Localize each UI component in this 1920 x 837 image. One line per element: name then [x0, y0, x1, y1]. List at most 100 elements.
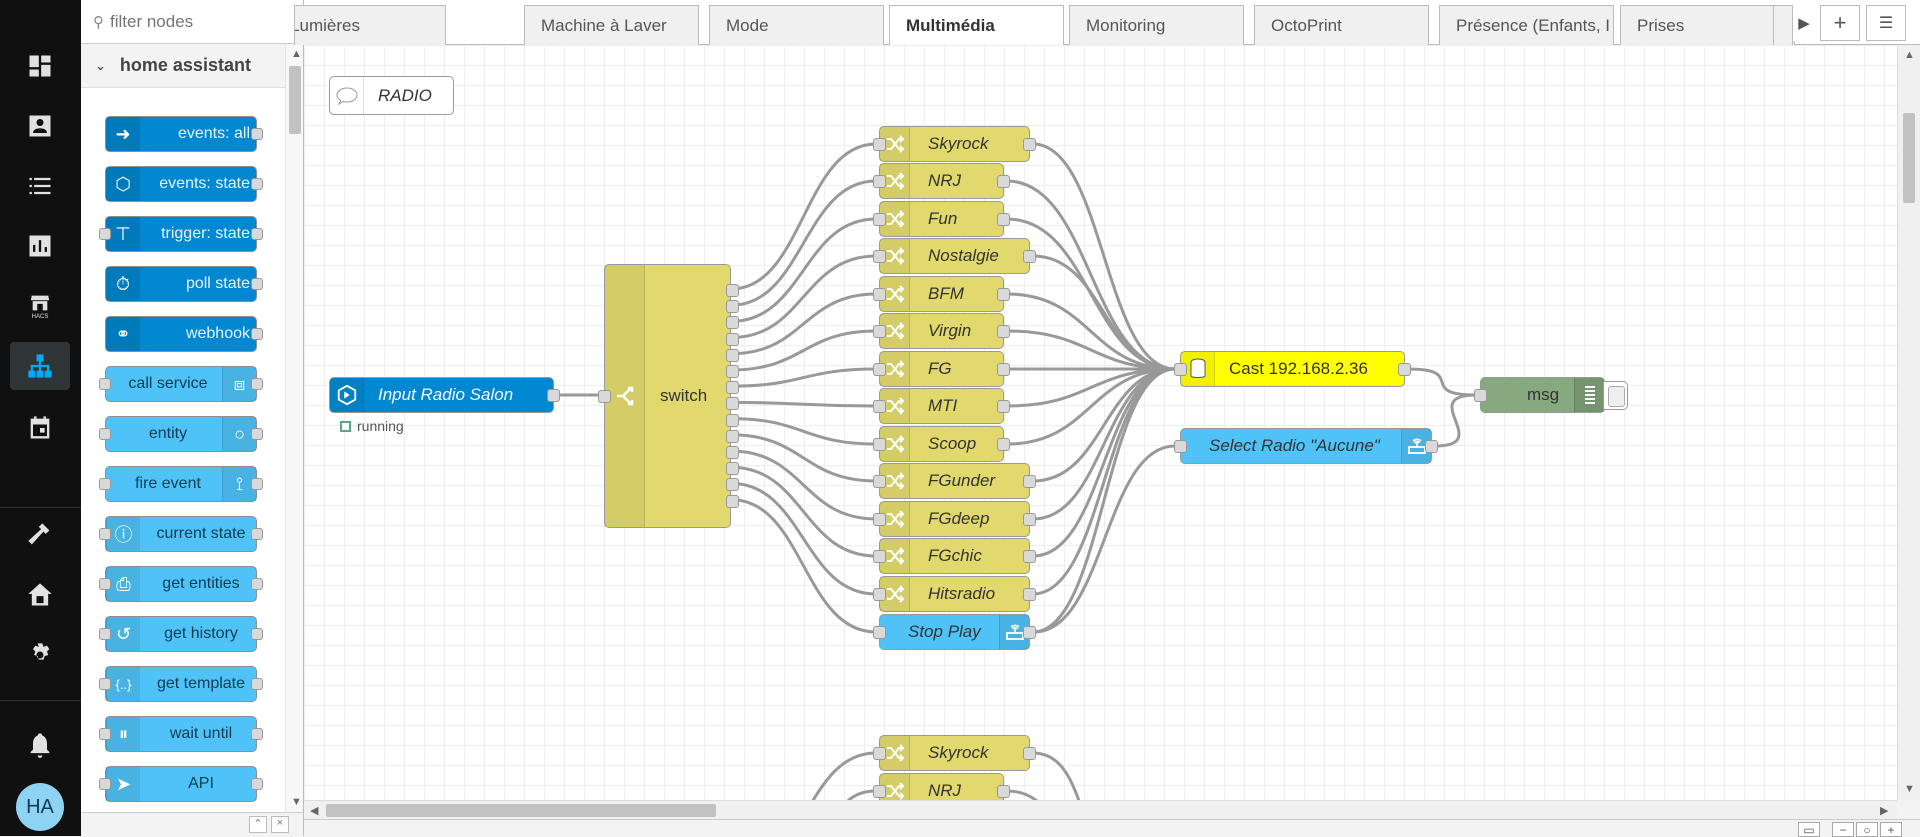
output-port[interactable]	[997, 400, 1010, 413]
flow-workspace[interactable]: RADIO Input Radio Salon running switch S…	[304, 45, 1897, 800]
wire[interactable]	[784, 789, 877, 800]
palette-node[interactable]: ⊤trigger: state	[99, 216, 263, 252]
output-port[interactable]	[1023, 138, 1036, 151]
input-port[interactable]	[873, 438, 886, 451]
palette-node[interactable]: {..}get template	[99, 666, 263, 702]
palette-node[interactable]: ➜events: all	[105, 116, 263, 152]
output-port[interactable]	[547, 389, 560, 402]
change-node[interactable]: MTI	[873, 388, 1010, 424]
input-port[interactable]	[873, 550, 886, 563]
change-node[interactable]: FG	[873, 351, 1010, 387]
output-port[interactable]	[1023, 747, 1036, 760]
output-port[interactable]	[726, 332, 739, 346]
palette-node[interactable]: ⏸wait until	[99, 716, 263, 752]
node-red-icon[interactable]	[10, 342, 70, 390]
output-port[interactable]	[726, 478, 739, 492]
wire[interactable]	[730, 417, 877, 446]
input-port[interactable]	[873, 513, 886, 526]
output-port[interactable]	[1023, 250, 1036, 263]
output-port[interactable]	[1023, 550, 1036, 563]
wire[interactable]	[730, 179, 877, 307]
calendar-icon[interactable]	[23, 411, 57, 445]
input-port[interactable]	[1474, 389, 1487, 402]
output-port[interactable]	[726, 365, 739, 378]
output-port[interactable]	[1023, 588, 1036, 601]
change-node[interactable]: Skyrock	[873, 126, 1036, 162]
scroll-up-icon[interactable]: ▲	[291, 48, 302, 60]
tab-overflow[interactable]	[1773, 5, 1793, 45]
wire[interactable]	[1032, 254, 1176, 371]
history-icon[interactable]	[23, 229, 57, 263]
output-port[interactable]	[726, 300, 739, 314]
scroll-tabs-right-icon[interactable]: ▶	[1793, 5, 1815, 41]
close-icon[interactable]: ×	[271, 816, 289, 833]
input-port[interactable]	[873, 288, 886, 301]
input-port[interactable]	[873, 363, 886, 376]
wire[interactable]	[730, 481, 877, 596]
settings-icon[interactable]	[23, 638, 57, 672]
debug-toggle-button[interactable]	[1603, 381, 1628, 410]
palette-node[interactable]: ➤API	[99, 766, 263, 802]
output-port[interactable]	[1023, 513, 1036, 526]
change-node[interactable]: NRJ	[873, 773, 1010, 800]
wire[interactable]	[734, 751, 877, 800]
wire[interactable]	[1032, 751, 1134, 800]
output-port[interactable]	[997, 363, 1010, 376]
change-node[interactable]: BFM	[873, 276, 1010, 312]
filter-nodes-input[interactable]	[104, 11, 294, 32]
input-port[interactable]	[873, 747, 886, 760]
logbook-icon[interactable]	[23, 169, 57, 203]
map-icon[interactable]	[23, 109, 57, 143]
notifications-icon[interactable]	[23, 728, 57, 762]
palette-node[interactable]: ⬡events: state	[105, 166, 263, 202]
wire[interactable]	[730, 433, 877, 483]
output-port[interactable]	[997, 325, 1010, 338]
tab-monitoring[interactable]: Monitoring	[1069, 5, 1244, 45]
wire[interactable]	[730, 367, 877, 388]
palette-node[interactable]: ⟟fire event	[99, 466, 263, 502]
horizontal-scroll-thumb[interactable]	[326, 804, 716, 817]
wire[interactable]	[1006, 367, 1176, 446]
output-port[interactable]	[1023, 475, 1036, 488]
wire[interactable]	[1407, 367, 1477, 397]
scroll-right-icon[interactable]: ▶	[1880, 805, 1889, 817]
change-node[interactable]: Fun	[873, 201, 1010, 237]
input-port[interactable]	[873, 175, 886, 188]
wire[interactable]	[1006, 329, 1176, 371]
input-port[interactable]	[873, 325, 886, 338]
wire[interactable]	[1032, 367, 1176, 634]
scroll-up-icon[interactable]: ▲	[1904, 49, 1915, 61]
output-port[interactable]	[997, 213, 1010, 226]
change-node[interactable]: Virgin	[873, 313, 1010, 349]
flow-list-icon[interactable]: ☰	[1866, 5, 1906, 41]
wire[interactable]	[730, 449, 877, 521]
add-flow-button[interactable]: +	[1820, 5, 1860, 41]
scroll-left-icon[interactable]: ◀	[310, 805, 319, 817]
palette-scroll-thumb[interactable]	[289, 66, 301, 134]
scroll-down-icon[interactable]: ▼	[1904, 783, 1915, 795]
change-node[interactable]: Skyrock	[873, 735, 1036, 771]
debug-msg-node[interactable]: msg	[1474, 377, 1605, 413]
scroll-down-icon[interactable]: ▼	[291, 796, 302, 808]
stop-play-node[interactable]: Stop Play	[873, 614, 1036, 650]
zoom-in-button[interactable]: +	[1880, 822, 1902, 837]
cast-node[interactable]: Cast 192.168.2.36	[1174, 351, 1411, 387]
output-port[interactable]	[997, 175, 1010, 188]
overview-icon[interactable]	[23, 49, 57, 83]
wire[interactable]	[730, 142, 877, 291]
change-node[interactable]: NRJ	[873, 163, 1010, 199]
input-port[interactable]	[598, 390, 611, 403]
zoom-out-button[interactable]: −	[1832, 822, 1854, 837]
tab-multim-dia[interactable]: Multimédia	[889, 5, 1064, 46]
output-port[interactable]	[726, 348, 739, 362]
collapse-all-icon[interactable]: ⌃	[249, 816, 267, 833]
change-node[interactable]: Hitsradio	[873, 576, 1036, 612]
wire[interactable]	[730, 217, 877, 323]
output-port[interactable]	[726, 397, 739, 411]
input-port[interactable]	[873, 626, 886, 639]
wire[interactable]	[730, 292, 877, 356]
output-port[interactable]	[997, 785, 1010, 798]
input-port[interactable]	[873, 588, 886, 601]
output-port[interactable]	[726, 316, 739, 330]
output-port[interactable]	[726, 446, 739, 459]
